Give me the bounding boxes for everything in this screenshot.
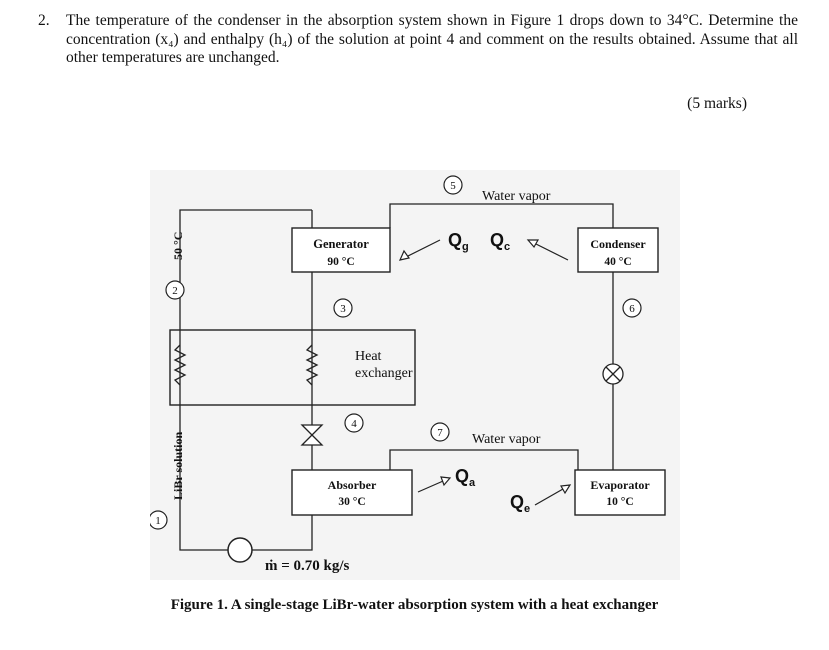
point-1: 1 xyxy=(155,515,161,527)
point-2-circle xyxy=(165,280,185,300)
state-points: 1 2 3 4 5 6 7 xyxy=(150,175,642,530)
vapor-line-bottom xyxy=(389,449,579,470)
mass-flow-label: ṁ = 0.70 kg/s xyxy=(265,558,350,574)
generator-temp: 90 °C xyxy=(327,256,354,268)
absorber-box xyxy=(291,469,413,516)
vapor-line-top xyxy=(389,203,614,228)
condenser-temp: 40 °C xyxy=(604,256,631,268)
hx-coil-right xyxy=(305,344,319,386)
point-6-circle xyxy=(622,298,642,318)
absorption-system-figure: Generator 90 °C Condenser 40 °C Absorber… xyxy=(150,170,680,580)
refrigerant-valve-cross xyxy=(605,366,621,382)
condenser-name: Condenser xyxy=(590,237,646,251)
evaporator-name: Evaporator xyxy=(590,478,650,492)
point-7-circle xyxy=(430,422,450,442)
hx-label-line1: Heat xyxy=(355,349,382,364)
point-3: 3 xyxy=(340,303,346,315)
pump-icon xyxy=(227,537,253,563)
libr-solution-label: LiBr solution xyxy=(171,432,185,500)
generator-name: Generator xyxy=(313,237,369,251)
left-temp-label: 50 °C xyxy=(171,232,185,260)
question-number: 2. xyxy=(38,12,50,29)
qg-arrowhead-icon xyxy=(398,249,411,261)
qe-label: Qe xyxy=(510,492,530,515)
point-6: 6 xyxy=(629,303,635,315)
piping xyxy=(179,203,614,551)
water-vapor-top: Water vapor xyxy=(482,189,551,204)
absorber-outlet-line xyxy=(250,515,313,551)
question-block: 2. The temperature of the condenser in t… xyxy=(38,12,798,68)
qc-arrowhead-icon xyxy=(526,239,540,249)
hx-coil-left xyxy=(173,344,187,386)
point-4-circle xyxy=(344,413,364,433)
qa-arrowhead-icon xyxy=(440,476,452,487)
marks-label: (5 marks) xyxy=(687,95,747,112)
qc-label: Qc xyxy=(490,230,510,253)
point-4: 4 xyxy=(351,418,357,430)
condenser-box xyxy=(577,227,659,273)
left-solution-line xyxy=(179,209,312,515)
question-text: The temperature of the condenser in the … xyxy=(66,12,798,66)
qg-label: Qg xyxy=(448,230,469,253)
pump-outlet-line xyxy=(179,515,230,551)
evaporator-temp: 10 °C xyxy=(606,496,633,508)
qa-label: Qa xyxy=(455,466,476,489)
generator-box xyxy=(291,227,391,273)
figure-diagram: Generator 90 °C Condenser 40 °C Absorber… xyxy=(150,170,680,580)
point-5-circle xyxy=(443,175,463,195)
absorber-temp: 30 °C xyxy=(338,496,365,508)
heat-arrows xyxy=(398,239,572,506)
point-3-circle xyxy=(333,298,353,318)
point-5: 5 xyxy=(450,180,456,192)
solution-valve-icon xyxy=(300,424,324,446)
point-1-circle xyxy=(150,510,168,530)
qe-arrowhead-icon xyxy=(560,484,572,495)
evaporator-box xyxy=(574,469,666,516)
point-7: 7 xyxy=(437,427,443,439)
water-vapor-bottom: Water vapor xyxy=(472,432,541,447)
absorber-name: Absorber xyxy=(328,478,377,492)
figure-caption: Figure 1. A single-stage LiBr-water abso… xyxy=(170,597,659,613)
heat-exchanger-box xyxy=(169,329,416,406)
point-2: 2 xyxy=(172,285,178,297)
hx-label-line2: exchanger xyxy=(355,366,413,381)
